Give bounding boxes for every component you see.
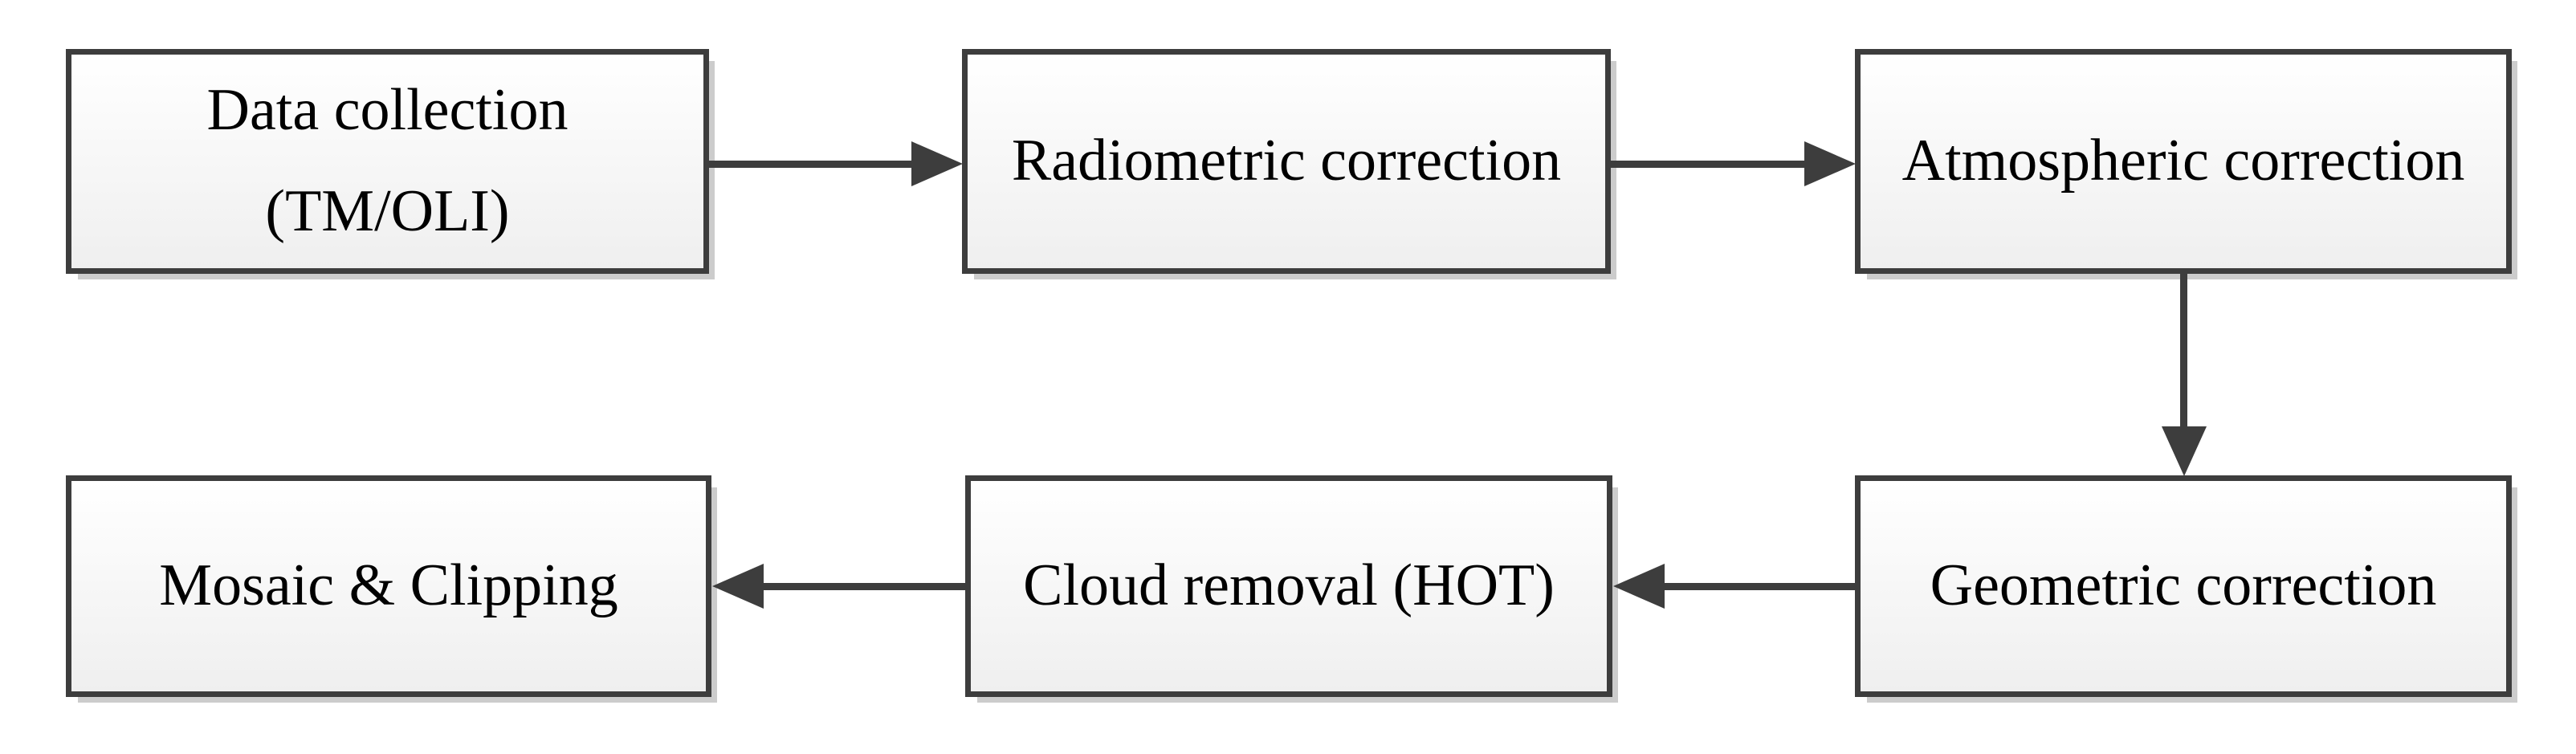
arrow-atmospheric-to-geometric-shaft [2180, 274, 2187, 428]
arrowhead-down-icon [2162, 426, 2207, 476]
arrowhead-right-icon [1804, 141, 1856, 186]
node-radiometric-correction: Radiometric correction [962, 49, 1611, 274]
node-label: Atmospheric correction [1901, 128, 2465, 194]
arrow-geometric-to-cloud-shaft [1664, 583, 1857, 590]
arrow-data-to-radiometric-shaft [709, 161, 913, 168]
node-label: Cloud removal (HOT) [1023, 552, 1555, 619]
node-label: Radiometric correction [1011, 128, 1562, 194]
node-cloud-removal: Cloud removal (HOT) [965, 475, 1612, 697]
node-label: Data collection (TM/OLI) [206, 77, 569, 244]
node-atmospheric-correction: Atmospheric correction [1855, 49, 2512, 274]
node-label: Geometric correction [1930, 552, 2437, 619]
node-data-collection: Data collection (TM/OLI) [66, 49, 709, 274]
arrowhead-left-icon [712, 564, 764, 609]
node-geometric-correction: Geometric correction [1855, 475, 2512, 697]
node-mosaic-clipping: Mosaic & Clipping [66, 475, 711, 697]
arrow-cloud-to-mosaic-shaft [763, 583, 967, 590]
node-label: Mosaic & Clipping [159, 552, 618, 619]
arrow-radiometric-to-atmospheric-shaft [1609, 161, 1805, 168]
arrowhead-left-icon [1613, 564, 1665, 609]
arrowhead-right-icon [911, 141, 963, 186]
